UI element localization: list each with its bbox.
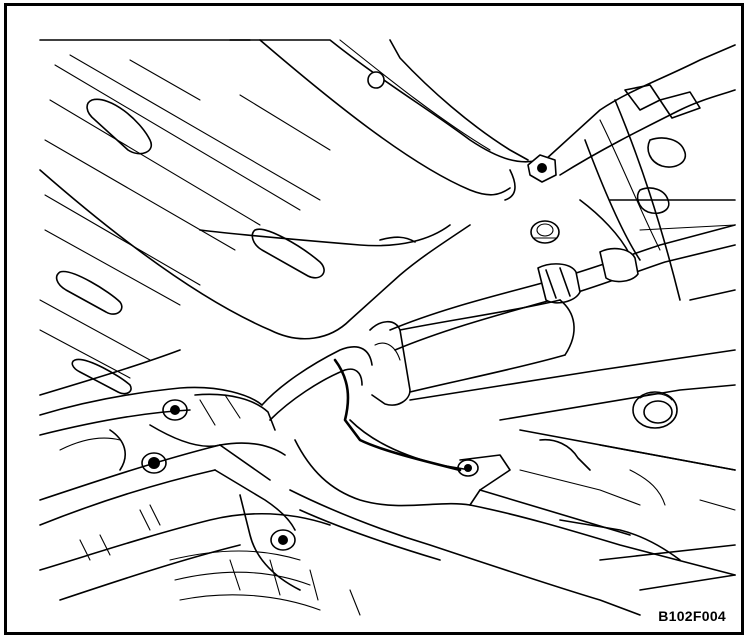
drain-plug-hole — [367, 71, 385, 89]
lower-floor-pan — [39, 489, 641, 616]
upper-body-panel — [199, 39, 541, 247]
lower-left-structure — [39, 394, 296, 531]
center-cross-member — [39, 346, 736, 576]
right-floor-panel — [409, 349, 736, 591]
figure-code: B102F004 — [658, 608, 726, 624]
mount-nut-upper — [504, 154, 557, 201]
mount-nut-bottom — [270, 529, 296, 551]
rear-suspension-area — [544, 44, 736, 301]
floor-pan-panel — [39, 39, 471, 396]
rubber-grommet — [530, 220, 560, 244]
canister-body — [369, 299, 575, 406]
mount-nut-left — [162, 399, 188, 421]
fuel-line-hose — [389, 224, 736, 351]
